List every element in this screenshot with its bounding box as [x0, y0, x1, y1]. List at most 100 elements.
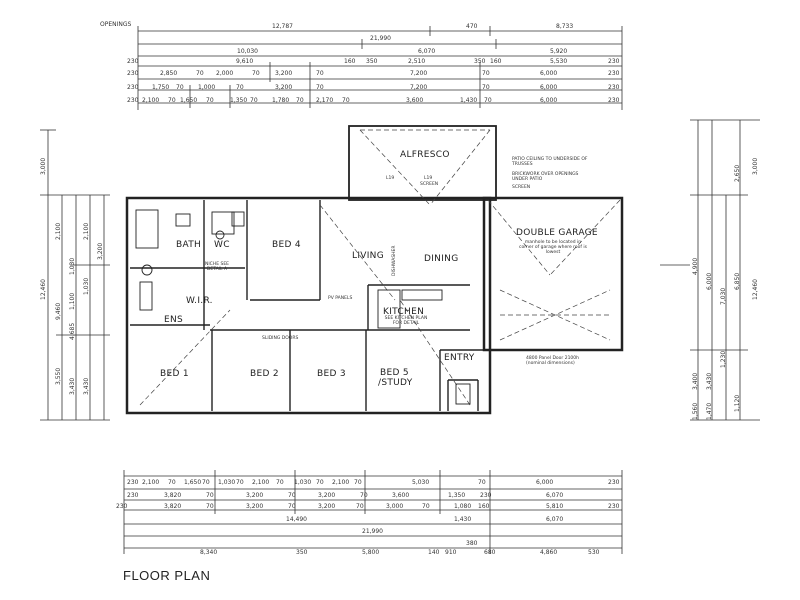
note-screen-b: SCREEN [512, 185, 531, 190]
right-dim-10: 1,560 [692, 402, 699, 420]
room-bath: BATH [176, 240, 202, 250]
right-dim-2: 2,650 [734, 164, 741, 182]
bottom-dim-row6-5: 910 [445, 549, 457, 556]
right-dim-4: 6,000 [706, 272, 713, 290]
top-dim-row3-5: 2,510 [408, 58, 426, 65]
top-dim-row3-7: 160 [490, 58, 502, 65]
top-dim-row5-11: 230 [608, 84, 620, 91]
bottom-dim-row6-7: 680 [484, 549, 496, 556]
top-dim-row6-9: 70 [296, 97, 304, 104]
bottom-dim-row1-9: 70 [276, 479, 284, 486]
bottom-dim-row6-3: 5,800 [362, 549, 380, 556]
bottom-dim-row6-9: 530 [588, 549, 600, 556]
top-dim-row5-7: 70 [316, 84, 324, 91]
top-dim-row6-13: 1,430 [460, 97, 478, 104]
top-dim-row6-2: 2,100 [142, 97, 160, 104]
bottom-dim-row1-3: 70 [168, 479, 176, 486]
room-bed2: BED 2 [250, 369, 279, 379]
top-dim-row3-3: 160 [344, 58, 356, 65]
room-entry: ENTRY [444, 353, 475, 363]
top-dim-row5-3: 70 [176, 84, 184, 91]
top-dim-row6-11: 70 [342, 97, 350, 104]
building-walls [125, 125, 624, 415]
top-dim-row5-8: 7,200 [410, 84, 428, 91]
bottom-dimension-lines [123, 470, 623, 554]
left-dim-13: 1,100 [69, 292, 76, 310]
right-dim-9: 3,430 [706, 372, 713, 390]
left-dim-3: 9,460 [55, 302, 62, 320]
right-dim-6: 7,030 [720, 287, 727, 305]
note-brickwork: BRICKWORK OVER OPENINGS UNDER PATIO [512, 172, 579, 182]
top-dim-openings-1: 12,787 [272, 23, 293, 30]
room-living: LIVING [352, 251, 384, 261]
bottom-dim-row2-9: 1,350 [448, 492, 466, 499]
room-alfresco: ALFRESCO [400, 150, 450, 160]
top-dim-row6-8: 1,780 [272, 97, 290, 104]
note-panel-door: 4800 Panel Door 2100h (nominal dimension… [526, 356, 580, 366]
top-dim-row4-6: 3,200 [275, 70, 293, 77]
bottom-dim-row1-6: 1,030 [218, 479, 236, 486]
top-dimension-lines [137, 26, 623, 110]
bottom-dim-row1-12: 2,100 [332, 479, 350, 486]
top-dim-row6-14: 70 [484, 97, 492, 104]
room-ens: ENS [164, 315, 184, 325]
note-sliding-doors: SLIDING DOORS [262, 336, 299, 341]
top-dim-row6-16: 230 [608, 97, 620, 104]
top-dim-row4-9: 70 [482, 70, 490, 77]
bottom-dim-row2-5: 70 [288, 492, 296, 499]
note-l19-a: L19 [386, 176, 395, 181]
top-dim-openings-2: 470 [466, 23, 478, 30]
bottom-dim-row1-1: 230 [127, 479, 139, 486]
top-dim-row6-4: 1,650 [180, 97, 198, 104]
bottom-dim-row3-4: 3,200 [246, 503, 264, 510]
top-dim-row2-2: 6,070 [418, 48, 436, 55]
bottom-dim-row3-8: 3,000 [386, 503, 404, 510]
note-manhole: manhole to be located in corner of garag… [518, 240, 588, 255]
top-dim-row4-11: 230 [608, 70, 620, 77]
right-dim-11: 1,470 [706, 402, 713, 420]
bottom-dim-row2-4: 3,200 [246, 492, 264, 499]
drawing-title: FLOOR PLAN [123, 568, 211, 583]
top-dim-row4-8: 7,200 [410, 70, 428, 77]
right-dim-1: 3,000 [752, 157, 759, 175]
left-dim-1: 3,000 [40, 157, 47, 175]
left-dim-10: 2,100 [83, 222, 90, 240]
bottom-dim-row1-5: 70 [202, 479, 210, 486]
room-bed5-study: /STUDY [378, 378, 413, 388]
bottom-dim-row1-11: 70 [316, 479, 324, 486]
room-bed1: BED 1 [160, 369, 189, 379]
left-dim-9: 2,100 [55, 222, 62, 240]
top-dim-row6-6: 1,350 [230, 97, 248, 104]
left-dim-5: 3,430 [69, 377, 76, 395]
note-niche: NICHE SEE DETAIL A [204, 262, 230, 272]
left-dim-12: 1,030 [83, 277, 90, 295]
bottom-dim-row6-1: 8,340 [200, 549, 218, 556]
room-bed4: BED 4 [272, 240, 301, 250]
bottom-dim-row6-2: 350 [296, 549, 308, 556]
top-dim-row5-1: 230 [127, 84, 139, 91]
bottom-dim-row3-12: 5,810 [546, 503, 564, 510]
top-dim-row3-2: 9,610 [236, 58, 254, 65]
top-dim-row4-5: 70 [252, 70, 260, 77]
top-dim-row3-4: 350 [366, 58, 378, 65]
bottom-dim-row6-4: 140 [428, 549, 440, 556]
bottom-dim-row1-14: 5,030 [412, 479, 430, 486]
room-wc: WC [214, 240, 230, 250]
bottom-dim-row4-3: 6,070 [546, 516, 564, 523]
top-dim-row5-2: 1,750 [152, 84, 170, 91]
bottom-dim-row1-17: 230 [608, 479, 620, 486]
bottom-dim-row1-13: 70 [354, 479, 362, 486]
right-dim-5: 6,850 [734, 272, 741, 290]
left-dimension-lines [40, 129, 110, 421]
left-dim-6: 3,430 [83, 377, 90, 395]
top-dim-row3-8: 5,530 [550, 58, 568, 65]
top-dim-row3-6: 350 [474, 58, 486, 65]
bottom-dim-row2-11: 6,070 [546, 492, 564, 499]
top-dim-row2-3: 5,920 [550, 48, 568, 55]
top-dim-row5-9: 70 [482, 84, 490, 91]
top-dim-row2-1: 10,030 [237, 48, 258, 55]
right-dim-8: 3,400 [692, 372, 699, 390]
top-dim-openings-3: 8,733 [556, 23, 574, 30]
top-dim-row6-10: 2,170 [316, 97, 334, 104]
